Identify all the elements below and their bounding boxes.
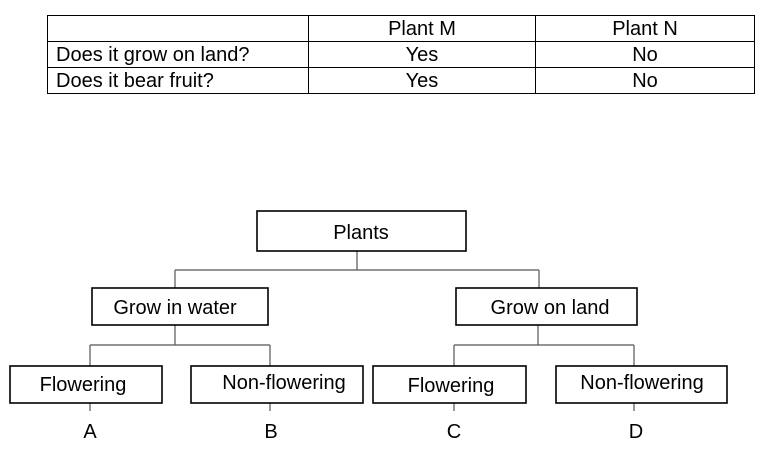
node-label: Flowering <box>408 375 495 397</box>
leaf-letter-d: D <box>629 421 643 443</box>
tree-node-water-flowering: Flowering <box>9 365 163 404</box>
tree-node-land-non-flowering: Non-flowering <box>555 365 728 404</box>
leaf-letter-a: A <box>83 421 97 443</box>
node-label: Non-flowering <box>580 372 703 394</box>
table-cell-plant-n: No <box>535 67 755 94</box>
leaf-letter-c: C <box>447 421 461 443</box>
tree-node-grow-in-water: Grow in water <box>91 287 269 326</box>
tree-node-root: Plants <box>256 210 467 252</box>
node-box <box>372 365 527 404</box>
tree-connectors <box>89 251 635 411</box>
tree-node-land-flowering: Flowering <box>372 365 527 404</box>
comparison-table: Plant M Plant N Does it grow on land? Ye… <box>47 15 755 94</box>
node-box <box>455 287 638 326</box>
table-row: Does it grow on land? Yes No <box>47 41 755 68</box>
tree-node-water-non-flowering: Non-flowering <box>190 365 364 404</box>
node-box <box>190 365 364 404</box>
node-box <box>91 287 269 326</box>
node-label: Plants <box>333 222 389 244</box>
node-label: Non-flowering <box>222 372 345 394</box>
table-cell-question: Does it bear fruit? <box>47 67 309 94</box>
tree-node-grow-on-land: Grow on land <box>455 287 638 326</box>
node-label: Flowering <box>40 374 127 396</box>
node-box <box>256 210 467 252</box>
table-cell-plant-m: Yes <box>308 67 536 94</box>
node-box <box>555 365 728 404</box>
node-label: Grow in water <box>113 297 237 319</box>
leaf-letter-b: B <box>264 421 277 443</box>
node-box <box>9 365 163 404</box>
table-cell-plant-n: No <box>535 41 755 68</box>
table-cell-question: Does it grow on land? <box>47 41 309 68</box>
node-label: Grow on land <box>491 297 610 319</box>
table-row: Does it bear fruit? Yes No <box>47 67 755 94</box>
